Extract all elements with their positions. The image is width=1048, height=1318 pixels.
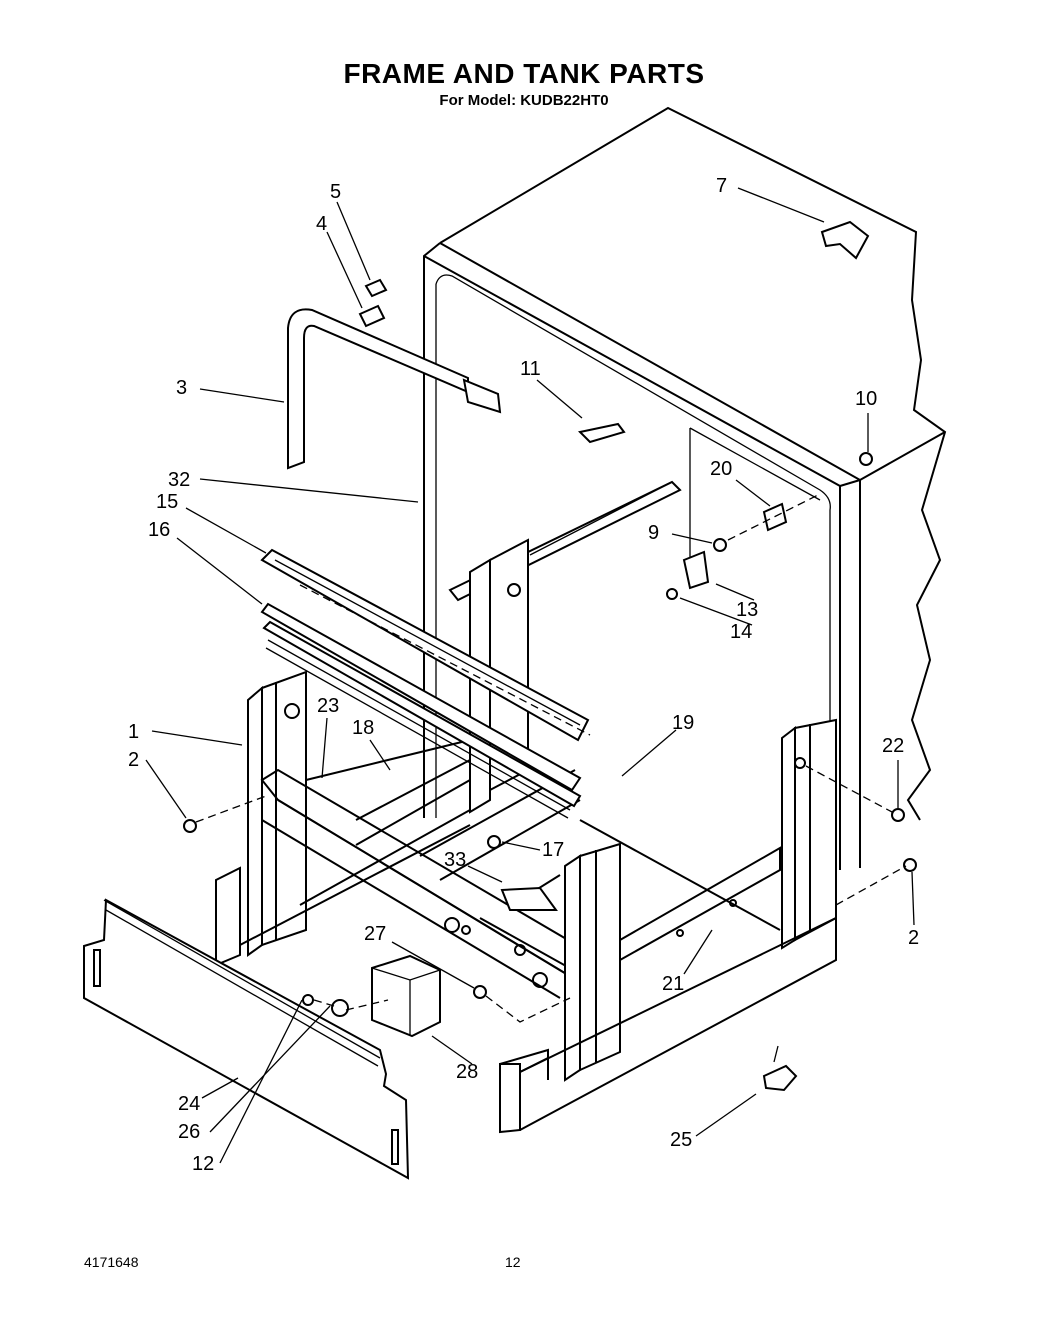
callout-24: 24 [178, 1093, 200, 1115]
callout-2-left: 2 [128, 749, 139, 771]
screw-part-22 [891, 808, 905, 822]
box-part-28 [371, 954, 441, 1038]
page-number: 12 [505, 1254, 521, 1270]
callout-7: 7 [716, 175, 727, 197]
frame-right-upright [564, 718, 837, 1082]
clip-part-11 [577, 422, 626, 444]
washer-part-26 [331, 999, 349, 1017]
callout-10: 10 [855, 388, 877, 410]
side-rail [448, 480, 682, 602]
pad-part-33 [500, 886, 558, 911]
bolt-part-9 [713, 538, 727, 552]
callout-26: 26 [178, 1121, 200, 1143]
callout-16: 16 [148, 519, 170, 541]
callout-1: 1 [128, 721, 139, 743]
base-plate [499, 916, 837, 1134]
screw-part-27 [473, 985, 487, 999]
callout-5: 5 [330, 181, 341, 203]
support-rails [260, 548, 591, 819]
toe-panel-part-24 [83, 898, 410, 1180]
callout-2-right: 2 [908, 927, 919, 949]
callout-13: 13 [736, 599, 758, 621]
callout-33: 33 [444, 849, 466, 871]
callout-12: 12 [192, 1153, 214, 1175]
bracket-part-13 [682, 550, 710, 590]
part-3-bracket [287, 304, 502, 470]
callout-14: 14 [730, 621, 752, 643]
callout-labels: 1 2 2 3 4 5 7 9 10 11 12 13 14 15 16 17 … [128, 175, 919, 1175]
leader-lines [145, 187, 915, 1164]
callout-19: 19 [672, 712, 694, 734]
document-number: 4171648 [84, 1254, 139, 1270]
callout-15: 15 [156, 491, 178, 513]
screw-part-5 [364, 278, 388, 298]
callout-17: 17 [542, 839, 564, 861]
callout-23: 23 [317, 695, 339, 717]
alignment-lines [195, 493, 907, 1023]
callout-18: 18 [352, 717, 374, 739]
callout-20: 20 [710, 458, 732, 480]
callout-21: 21 [662, 973, 684, 995]
screw-part-2-right [903, 858, 917, 872]
page-title: FRAME AND TANK PARTS [343, 58, 705, 89]
leg-part-25 [762, 1064, 798, 1092]
callout-9: 9 [648, 522, 659, 544]
model-subtitle: For Model: KUDB22HT0 [439, 92, 609, 109]
small-parts [183, 220, 917, 1092]
frame-base [239, 739, 802, 999]
clip-part-7 [820, 220, 870, 260]
screw-part-2-left [183, 819, 197, 833]
frame-left-upright [215, 670, 307, 967]
callout-28: 28 [456, 1061, 478, 1083]
screw-part-17 [487, 835, 501, 849]
nut-part-10 [859, 452, 873, 466]
callout-32: 32 [168, 469, 190, 491]
screw-part-14 [666, 588, 678, 600]
callout-11: 11 [520, 358, 541, 380]
callout-27: 27 [364, 923, 386, 945]
callout-4: 4 [316, 213, 327, 235]
callout-3: 3 [176, 377, 187, 399]
callout-25: 25 [670, 1129, 692, 1151]
callout-22: 22 [882, 735, 904, 757]
screw-part-12 [302, 994, 314, 1006]
